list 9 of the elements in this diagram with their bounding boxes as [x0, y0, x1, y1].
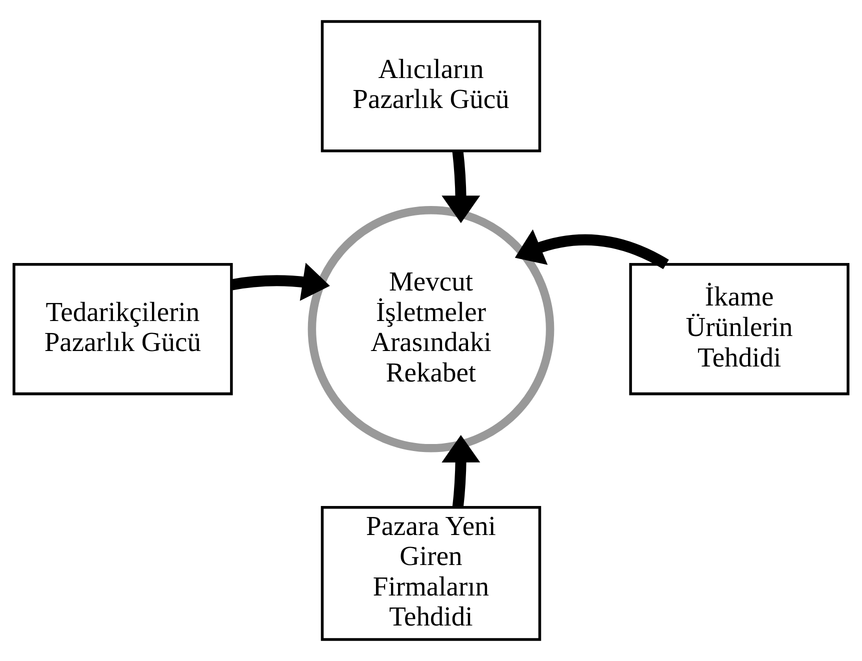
- arrow: [514, 229, 669, 270]
- node-box: Tedarikçilerin Pazarlık Gücü: [12, 263, 233, 396]
- node-circle: Mevcut İşletmeler Arasındaki Rekabet: [308, 206, 554, 452]
- node-box: Alıcıların Pazarlık Gücü: [320, 20, 542, 152]
- arrow: [442, 434, 480, 508]
- arrow: [230, 262, 330, 301]
- node-box: Pazara Yeni Giren Firmaların Tehdidi: [320, 506, 542, 641]
- node-box: İkame Ürünlerin Tehdidi: [629, 263, 850, 396]
- arrow: [442, 150, 480, 224]
